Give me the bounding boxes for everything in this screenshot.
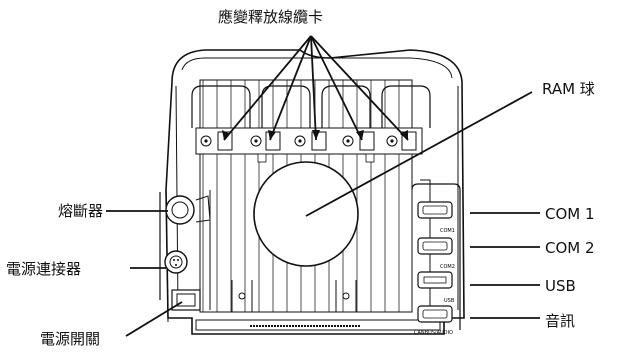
ram-ball-label: RAM 球 [542,80,595,98]
power-connector-label: 電源連接器 [6,260,82,278]
audio-label: 音訊 [545,312,576,330]
audio-caption: CANBUS/AUDIO [414,330,453,336]
power-connector [164,250,188,274]
usb-caption: USB [444,298,455,304]
ram-ball-mount [253,161,359,267]
com1-label: COM 1 [545,205,595,223]
usb-port [417,271,453,289]
audio-port [417,305,453,323]
left-side-panel [159,185,211,323]
com1-caption: COM1 [440,228,455,234]
com2-label: COM 2 [545,239,595,257]
usb-label: USB [545,277,576,295]
mount-slots [231,280,357,313]
clip-4 [342,131,375,151]
com1-port [417,201,453,219]
com2-port [417,237,453,255]
strain-relief-label: 應變釋放線纜卡 [218,8,324,26]
power-switch-label: 電源開關 [40,330,101,348]
com2-caption: COM2 [440,264,455,270]
power-switch [171,289,201,311]
arrowheads [222,130,408,140]
leader-lines [106,35,540,337]
fuse [165,195,211,225]
fuse-label: 熔斷器 [58,202,104,220]
right-port-panel [411,183,461,330]
